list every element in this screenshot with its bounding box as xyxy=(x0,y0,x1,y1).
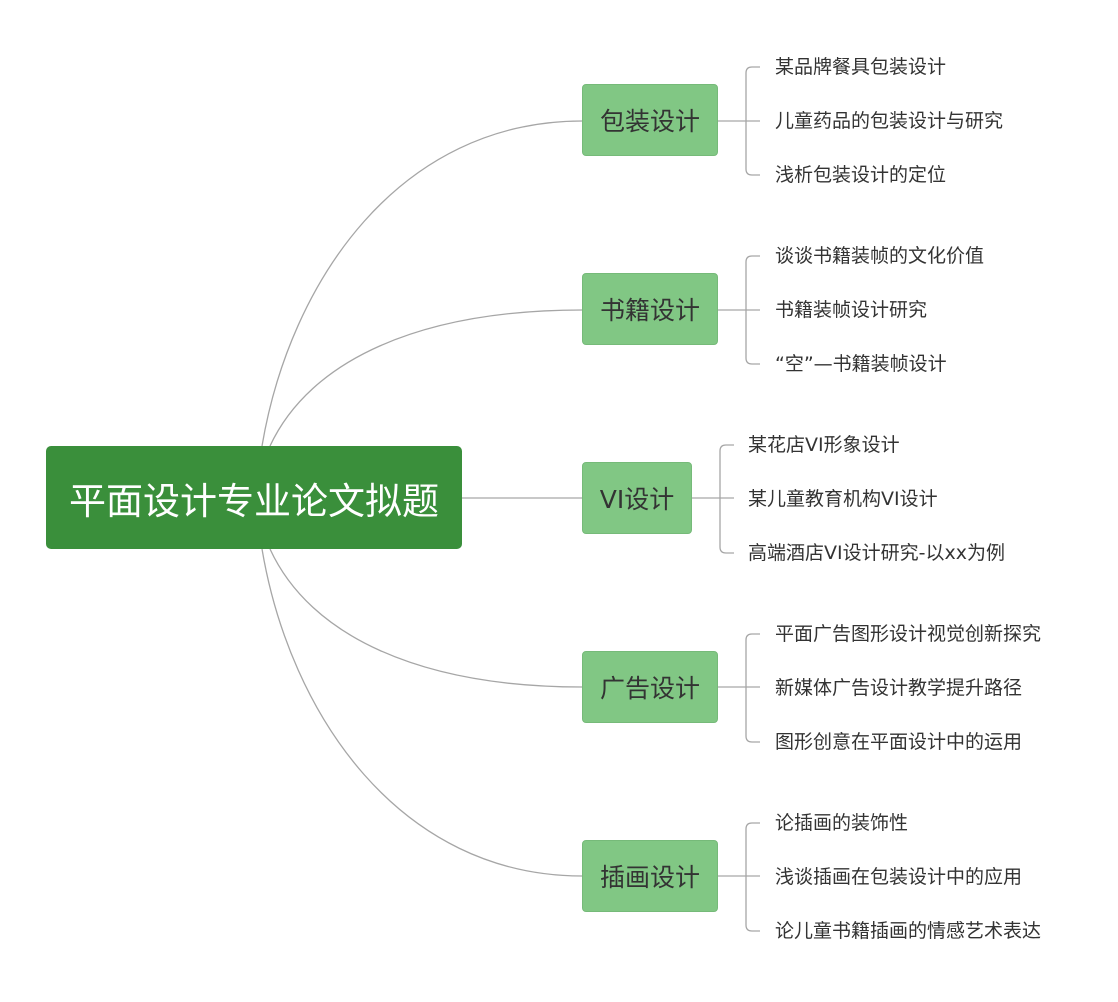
leaf-topic[interactable]: 某儿童教育机构VI设计 xyxy=(748,488,938,510)
leaf-topic[interactable]: 论儿童书籍插画的情感艺术表达 xyxy=(775,920,1042,942)
branch-node-packaging[interactable]: 包装设计 xyxy=(582,84,718,156)
leaf-topic[interactable]: 浅析包装设计的定位 xyxy=(775,164,947,186)
branch-node-advertising[interactable]: 广告设计 xyxy=(582,651,718,723)
leaf-topic[interactable]: 浅谈插画在包装设计中的应用 xyxy=(775,866,1023,888)
connector-leaf-bracket xyxy=(745,822,760,932)
connector-leaf-bracket xyxy=(719,444,734,554)
connector-leaf-bracket xyxy=(745,255,760,365)
connector-root-branch xyxy=(269,309,583,447)
leaf-topic[interactable]: “空”—书籍装帧设计 xyxy=(775,353,947,375)
leaf-topic[interactable]: 图形创意在平面设计中的运用 xyxy=(775,731,1023,753)
connector-root-branch xyxy=(261,548,583,877)
root-node[interactable]: 平面设计专业论文拟题 xyxy=(46,446,462,549)
leaf-topic[interactable]: 某品牌餐具包装设计 xyxy=(775,56,947,78)
leaf-topic[interactable]: 高端酒店VI设计研究-以xx为例 xyxy=(748,542,1005,564)
leaf-topic[interactable]: 论插画的装饰性 xyxy=(775,812,909,834)
leaf-topic[interactable]: 谈谈书籍装帧的文化价值 xyxy=(775,245,985,267)
leaf-topic[interactable]: 书籍装帧设计研究 xyxy=(775,299,928,321)
branch-node-vi[interactable]: VI设计 xyxy=(582,462,692,534)
connector-root-branch xyxy=(261,120,583,447)
leaf-topic[interactable]: 儿童药品的包装设计与研究 xyxy=(775,110,1004,132)
branch-node-illustration[interactable]: 插画设计 xyxy=(582,840,718,912)
leaf-topic[interactable]: 某花店VI形象设计 xyxy=(748,434,900,456)
connector-leaf-bracket xyxy=(745,66,760,176)
connector-root-branch xyxy=(269,548,583,688)
connector-leaf-bracket xyxy=(745,633,760,743)
leaf-topic[interactable]: 新媒体广告设计教学提升路径 xyxy=(775,677,1023,699)
leaf-topic[interactable]: 平面广告图形设计视觉创新探究 xyxy=(775,623,1042,645)
branch-node-book[interactable]: 书籍设计 xyxy=(582,273,718,345)
